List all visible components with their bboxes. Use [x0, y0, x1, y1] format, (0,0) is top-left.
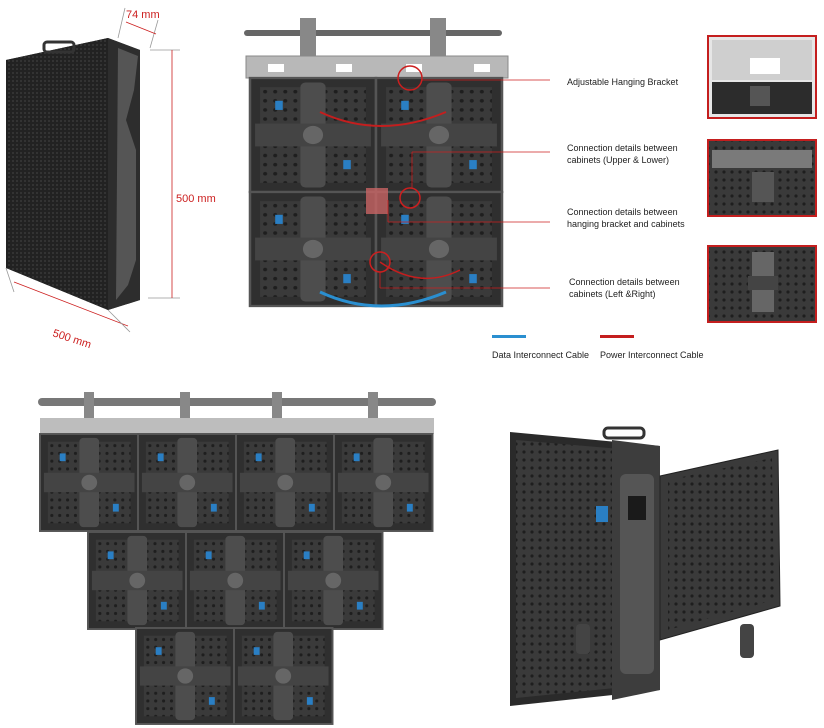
legend-label-power: Power Interconnect Cable	[600, 350, 704, 360]
dimension-lines	[5, 7, 180, 333]
width-dimension-label: 500 mm	[51, 327, 93, 351]
wall-configuration	[38, 392, 436, 725]
callout-bracket-cabinets: Connection details between hanging brack…	[567, 207, 685, 229]
rear-assembly-2x2	[244, 18, 509, 308]
depth-dimension-label: 74 mm	[126, 9, 160, 21]
detail-image-upper-lower	[707, 139, 817, 217]
panel-front-view	[6, 38, 140, 310]
callout-left-right: Connection details between cabinets (Lef…	[569, 277, 680, 299]
legend-label-data: Data Interconnect Cable	[492, 350, 590, 360]
height-dimension-label: 500 mm	[176, 193, 216, 205]
callout-markers	[369, 65, 550, 289]
cabinet-perspective-view	[510, 426, 781, 706]
legend-swatch-power	[600, 335, 634, 338]
legend-swatch-data	[492, 335, 526, 338]
detail-image-bracket	[707, 35, 817, 119]
detail-image-left-right	[707, 245, 817, 323]
callout-hanging-bracket: Adjustable Hanging Bracket	[567, 77, 679, 87]
callout-upper-lower: Connection details between cabinets (Upp…	[567, 143, 678, 165]
